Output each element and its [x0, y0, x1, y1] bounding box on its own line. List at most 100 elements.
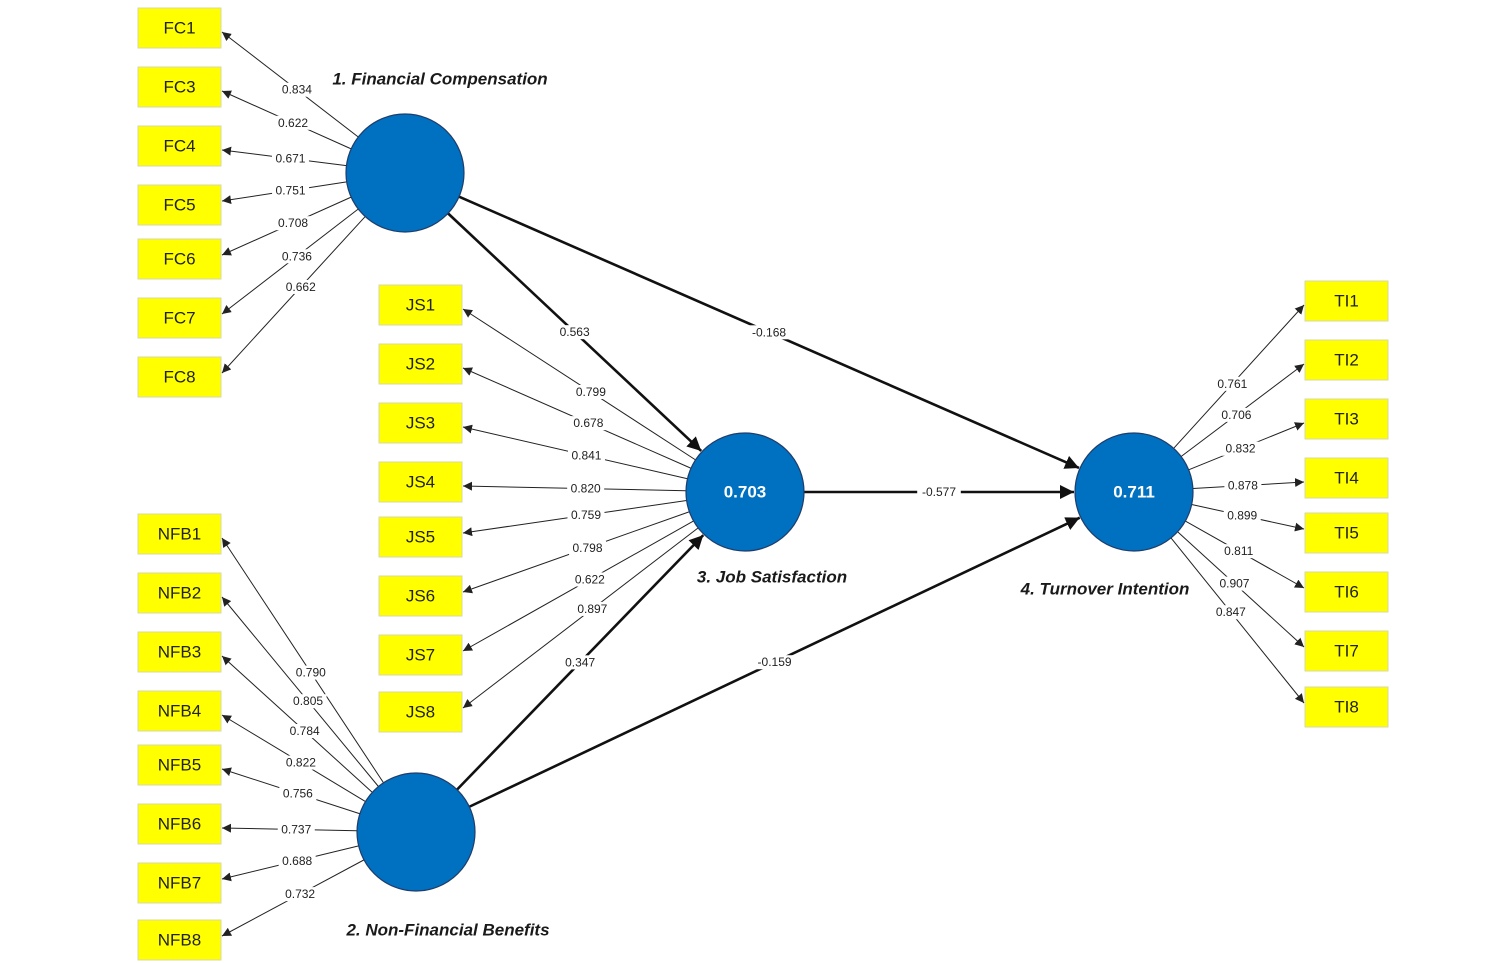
loading-fc4-label: 0.671: [271, 151, 309, 166]
construct-label: 1. Financial Compensation: [332, 70, 547, 89]
loading-nfb2-label-bg: [289, 694, 327, 709]
indicator-nfb1[interactable]: NFB1: [137, 513, 222, 555]
indicator-fc8[interactable]: FC8: [137, 356, 222, 398]
indicator-nfb4[interactable]: NFB4: [137, 690, 222, 732]
path-nfb-to-ti-value: -0.159: [758, 655, 792, 669]
loading-fc5-value: 0.751: [276, 184, 306, 198]
loading-ti6-label-bg: [1220, 544, 1258, 559]
indicator-nfb5[interactable]: NFB5: [137, 744, 222, 786]
loading-fc7-value: 0.736: [282, 249, 312, 263]
indicator-js6[interactable]: JS6: [378, 575, 463, 617]
indicator-label: TI3: [1334, 410, 1359, 429]
indicator-ti7[interactable]: TI7: [1304, 630, 1389, 672]
indicator-ti6[interactable]: TI6: [1304, 571, 1389, 613]
indicator-ti4[interactable]: TI4: [1304, 457, 1389, 499]
indicator-ti8[interactable]: TI8: [1304, 686, 1389, 728]
loading-js4-label: 0.820: [567, 481, 605, 496]
indicator-box: [137, 572, 222, 614]
indicator-label: FC4: [163, 137, 195, 156]
loading-fc5-label-bg: [272, 183, 310, 198]
loading-fc8-label-bg: [282, 279, 320, 294]
path-js-to-ti-value: -0.577: [922, 485, 956, 499]
loading-ti7-label: 0.907: [1215, 576, 1253, 591]
indicator-js4[interactable]: JS4: [378, 461, 463, 503]
indicator-js7[interactable]: JS7: [378, 634, 463, 676]
loading-js8-arrow: [462, 527, 699, 709]
loading-js6-label: 0.798: [569, 540, 607, 555]
construct-ti[interactable]: 0.711: [1074, 432, 1194, 552]
loading-js4-value: 0.820: [571, 482, 601, 496]
path-fc-to-js-label-bg: [556, 325, 594, 340]
indicator-js2[interactable]: JS2: [378, 343, 463, 385]
loading-ti2-label-bg: [1217, 407, 1255, 422]
loading-nfb1-label-bg: [292, 665, 330, 680]
loading-js4-label-bg: [567, 481, 605, 496]
construct-nfb[interactable]: [356, 772, 476, 892]
indicator-ti2[interactable]: TI2: [1304, 339, 1389, 381]
indicator-ti3[interactable]: TI3: [1304, 398, 1389, 440]
loading-js5-value: 0.759: [571, 508, 601, 522]
indicator-box: [137, 297, 222, 339]
path-fc-to-ti-value: -0.168: [752, 325, 786, 339]
indicator-fc3[interactable]: FC3: [137, 66, 222, 108]
construct-fc[interactable]: [345, 113, 465, 233]
loading-ti1-label-bg: [1213, 376, 1251, 391]
indicator-nfb7[interactable]: NFB7: [137, 862, 222, 904]
loading-ti7-label-bg: [1215, 576, 1253, 591]
loading-js7-label-bg: [571, 572, 609, 587]
loading-js7-value: 0.622: [575, 572, 605, 586]
indicator-js3[interactable]: JS3: [378, 402, 463, 444]
loading-fc4-label-bg: [271, 151, 309, 166]
loading-js5-label-bg: [567, 508, 605, 523]
indicator-js8[interactable]: JS8: [378, 691, 463, 733]
path-nfb-to-js-value: 0.347: [565, 655, 595, 669]
loading-nfb4-label-bg: [282, 755, 320, 770]
indicator-fc4[interactable]: FC4: [137, 125, 222, 167]
indicator-ti1[interactable]: TI1: [1304, 280, 1389, 322]
loading-nfb8-label: 0.732: [281, 887, 319, 902]
path-js-to-ti-label-bg: [917, 485, 961, 499]
indicator-nfb6[interactable]: NFB6: [137, 803, 222, 845]
indicator-fc7[interactable]: FC7: [137, 297, 222, 339]
indicator-label: JS8: [406, 703, 435, 722]
indicator-box: [137, 238, 222, 280]
loading-ti2-label: 0.706: [1217, 407, 1255, 422]
loading-ti3-label: 0.832: [1222, 441, 1260, 456]
loading-nfb3-value: 0.784: [290, 724, 320, 738]
loading-js8-label-bg: [573, 601, 611, 616]
indicator-box: [378, 575, 463, 617]
loading-nfb5-label-bg: [279, 786, 317, 801]
loading-nfb2-value: 0.805: [293, 694, 323, 708]
indicator-box: [1304, 571, 1389, 613]
loading-fc5-label: 0.751: [272, 183, 310, 198]
indicator-box: [137, 184, 222, 226]
construct-label: 3. Job Satisfaction: [697, 568, 847, 587]
indicator-ti5[interactable]: TI5: [1304, 512, 1389, 554]
construct-js[interactable]: 0.703: [685, 432, 805, 552]
indicator-fc1[interactable]: FC1: [137, 7, 222, 49]
loading-fc6-label: 0.708: [274, 216, 312, 231]
indicator-box: [137, 66, 222, 108]
indicator-nfb2[interactable]: NFB2: [137, 572, 222, 614]
indicator-js5[interactable]: JS5: [378, 516, 463, 558]
loading-fc3-value: 0.622: [278, 116, 308, 130]
loading-fc1-label-bg: [278, 82, 316, 97]
indicator-box: [1304, 630, 1389, 672]
indicator-label: TI7: [1334, 642, 1359, 661]
loading-ti7-value: 0.907: [1219, 577, 1249, 591]
loading-js2-label: 0.678: [569, 416, 607, 431]
indicator-fc5[interactable]: FC5: [137, 184, 222, 226]
loading-nfb2-arrow: [221, 596, 379, 787]
indicator-label: TI8: [1334, 698, 1359, 717]
indicator-label: NFB6: [158, 815, 201, 834]
indicator-box: [378, 343, 463, 385]
indicator-label: NFB2: [158, 584, 201, 603]
loading-nfb7-label: 0.688: [278, 853, 316, 868]
loading-ti3-value: 0.832: [1226, 442, 1256, 456]
indicator-nfb3[interactable]: NFB3: [137, 631, 222, 673]
indicator-label: NFB8: [158, 931, 201, 950]
indicator-nfb8[interactable]: NFB8: [137, 919, 222, 961]
loading-nfb7-value: 0.688: [282, 854, 312, 868]
indicator-js1[interactable]: JS1: [378, 284, 463, 326]
indicator-fc6[interactable]: FC6: [137, 238, 222, 280]
